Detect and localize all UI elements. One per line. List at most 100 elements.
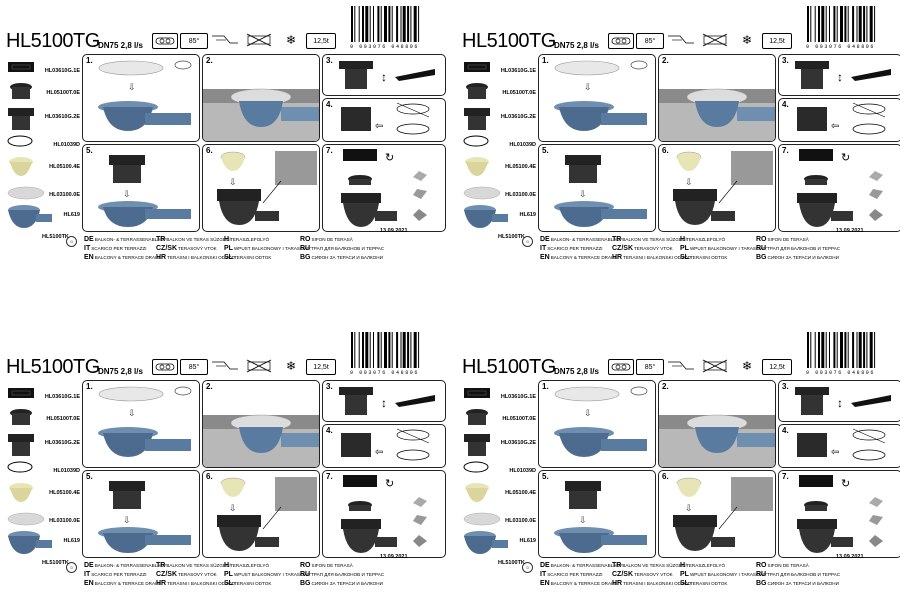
language-entry: ENBALCONY & TERRACE DRAIN [84, 580, 160, 587]
svg-text:⇦: ⇦ [831, 447, 839, 458]
language-text: SCARICO PER TERRAZZI [547, 246, 603, 251]
language-text: BALCONY & TERRACE DRAIN [550, 581, 616, 586]
language-code: BG [300, 580, 311, 587]
language-code: H [224, 562, 230, 569]
issue-date: 13.09.2021 [836, 228, 864, 234]
part-item: HL05100T.0E [4, 82, 80, 104]
svg-text:↻: ↻ [385, 152, 394, 164]
language-text: BALKON VE TERAS SÜZGECİ [166, 563, 231, 568]
part-code: HL03610G.1E [44, 68, 80, 74]
svg-text:↻: ↻ [841, 478, 850, 490]
frost-icon: ❄ [738, 33, 756, 47]
gasket-insert-icon: ⇦ [341, 428, 430, 461]
step-7: 7. ↻ [322, 470, 446, 558]
maintenance-icon: ↻ [341, 149, 427, 227]
language-entry: ROSIFON DE TERASĂ [756, 236, 809, 243]
issue-date: 13.09.2021 [836, 554, 864, 560]
language-entry: PLWPUST BALKONOWY I TARASOWY [680, 571, 767, 578]
language-entry: RUТРАП ДЛЯ БАЛКОНОВ И ТЕРРАС [756, 571, 840, 578]
language-text: ТРАП ДЛЯ БАЛКОНОВ И ТЕРРАС [311, 572, 385, 577]
part-code: HL05100.4E [505, 164, 536, 170]
part-item: HL05100T.0E [4, 408, 80, 430]
language-code: PL [680, 245, 689, 252]
no-cleaning-icon [700, 33, 730, 47]
language-entry: BGСИФОН ЗА ТЕРАСИ И БАЛКОНИ [756, 254, 839, 261]
part-code: HL619 [519, 538, 536, 544]
language-entry: TRBALKON VE TERAS SÜZGECİ [612, 236, 687, 243]
language-text: WPUST BALKONOWY I TARASOWY [689, 572, 767, 577]
drain-assembly-icon: ⇩ [98, 60, 192, 131]
barcode-number: 9 003076 048806 [806, 44, 876, 50]
step-1: 1. ⇩ [82, 54, 200, 142]
language-entry: SLTERASNI ODTOK [224, 580, 271, 587]
part-item: HL05100.4E [460, 156, 536, 178]
language-text: WPUST BALKONOWY I TARASOWY [233, 246, 311, 251]
language-text: TERASZLEFOLYÓ [230, 563, 270, 568]
part-code: HL03100.0E [505, 192, 536, 198]
part-code: HL05100.4E [505, 490, 536, 496]
language-entry: HRTERASNI I BALKONSKI ODVOD [612, 254, 691, 261]
language-text: BALCONY & TERRACE DRAIN [94, 255, 160, 260]
frame-icon [6, 82, 36, 107]
drain-assembly-icon: ⇩ [554, 60, 648, 131]
step-1: 1. ⇩ [538, 54, 656, 142]
language-code: CZ/SK [156, 245, 177, 252]
part-item: HL03100.0E [460, 510, 536, 532]
language-code: DE [84, 562, 94, 569]
no-cleaning-icon [700, 359, 730, 373]
part-item: HL619 [4, 204, 80, 228]
language-entry: PLWPUST BALKONOWY I TARASOWY [224, 571, 311, 578]
step-6: 6. ⇩ [658, 144, 776, 232]
language-text: BALKON VE TERAS SÜZGECİ [622, 563, 687, 568]
step-number: 1. [86, 382, 93, 391]
part-code: HL01039D [509, 468, 536, 474]
part-item: HL03610G.1E [460, 60, 536, 82]
bowl-icon [462, 482, 492, 509]
step-number: 5. [542, 472, 549, 481]
svg-text:↻: ↻ [841, 152, 850, 164]
part-code: HL01039D [53, 468, 80, 474]
language-entry: BGСИФОН ЗА ТЕРАСИ И БАЛКОНИ [756, 580, 839, 587]
barcode-number: 9 003076 048806 [350, 370, 420, 376]
gasket-insert-icon: ⇦ [341, 102, 430, 135]
grate-icon [462, 386, 492, 405]
language-text: TERASOVÝ VTOK [634, 572, 673, 577]
grate-icon [462, 60, 492, 79]
language-code: HR [156, 254, 167, 261]
clamp-icon [462, 530, 508, 561]
product-code: HL5100TK [498, 234, 525, 240]
svg-text:⇩: ⇩ [123, 189, 131, 199]
language-text: SIFON DE TERASĂ [311, 563, 353, 568]
flow-icon [666, 33, 696, 47]
step-number: 3. [782, 382, 789, 391]
product-title: HL5100TG [6, 356, 100, 378]
part-item: HL05100.4E [4, 482, 80, 504]
language-entry: HTERASZLEFOLYÓ [224, 236, 269, 243]
angle-icon: 85° [636, 359, 664, 375]
step-number: 7. [326, 472, 333, 481]
step-6: 6. ⇩ [658, 470, 776, 558]
clamp-icon [6, 530, 52, 561]
language-entry: ITSCARICO PER TERRAZZI [540, 571, 603, 578]
issue-date: 13.09.2021 [380, 554, 408, 560]
step-3: 3. ↕ [322, 54, 446, 96]
language-text: WPUST BALKONOWY I TARASOWY [233, 572, 311, 577]
step-number: 7. [782, 472, 789, 481]
language-entry: ITSCARICO PER TERRAZZI [540, 245, 603, 252]
odour-trap-icon: ⇩ [673, 477, 773, 551]
step-2: 2. [202, 54, 320, 142]
step-number: 4. [326, 100, 333, 109]
bowl-icon [462, 156, 492, 183]
language-code: RO [300, 562, 311, 569]
riser-mount-icon: ⇩ [554, 155, 647, 227]
part-code: HL03610G.2E [44, 440, 80, 446]
load-class-icon: 12,5t [306, 33, 336, 49]
riser-icon [6, 432, 36, 463]
step-7: 7. ↻ [778, 470, 900, 558]
step-number: 2. [206, 56, 213, 65]
step-number: 3. [782, 56, 789, 65]
instruction-sheet: HL5100TG DN75 2,8 l/s 85° ❄ 12,5t 9 0030… [0, 326, 446, 587]
step-3: 3. ↕ [778, 54, 900, 96]
